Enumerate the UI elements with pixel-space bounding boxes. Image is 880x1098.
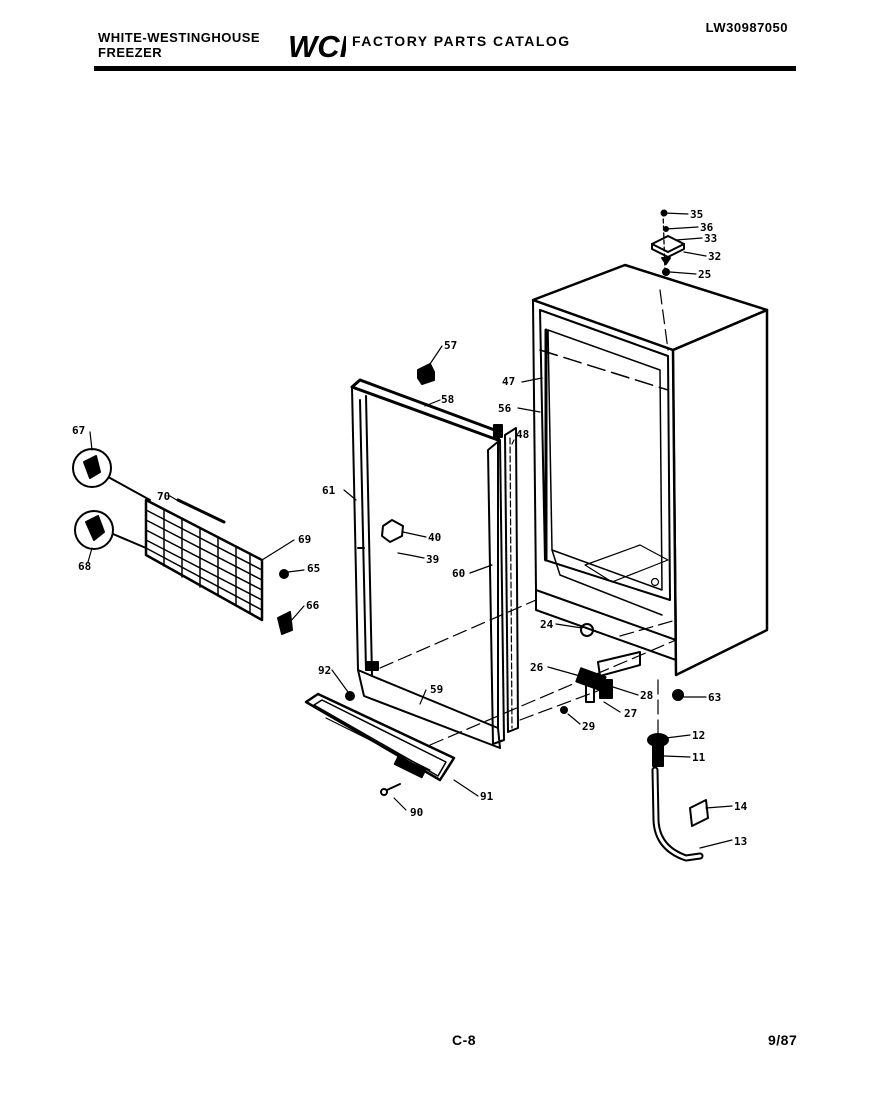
label-56: 56 [498, 402, 512, 415]
label-68: 68 [78, 560, 91, 573]
cabinet [531, 263, 769, 677]
door-latch [381, 519, 410, 556]
label-40: 40 [428, 531, 441, 544]
label-25: 25 [698, 268, 711, 281]
part-92-washer [345, 691, 355, 701]
label-27: 27 [624, 707, 637, 720]
label-58: 58 [441, 393, 454, 406]
kickplate [304, 692, 456, 782]
top-hinge-assembly [651, 209, 685, 276]
label-69: 69 [298, 533, 311, 546]
lower-hinge-assembly [560, 623, 684, 714]
label-90: 90 [410, 806, 423, 819]
screw-90 [380, 783, 401, 796]
label-47: 47 [502, 375, 515, 388]
label-29: 29 [582, 720, 595, 733]
label-67: 67 [72, 424, 85, 437]
label-66: 66 [306, 599, 320, 612]
part-57-knob [417, 363, 435, 385]
drain-assembly [647, 733, 709, 862]
leader-lines [87, 212, 733, 849]
label-33: 33 [704, 232, 717, 245]
label-26: 26 [530, 661, 544, 674]
label-48: 48 [516, 428, 529, 441]
label-92: 92 [318, 664, 331, 677]
alignment-lines [379, 289, 677, 746]
label-63: 63 [708, 691, 721, 704]
label-65: 65 [307, 562, 320, 575]
grille [144, 498, 264, 622]
grille-clips [277, 569, 293, 635]
label-70: 70 [157, 490, 170, 503]
inset-clip-67 [72, 448, 151, 501]
page-number: C-8 [452, 1032, 477, 1048]
label-24: 24 [540, 618, 554, 631]
brand-line-1: WHITE-WESTINGHOUSE [98, 30, 261, 45]
label-28: 28 [640, 689, 653, 702]
label-11: 11 [692, 751, 706, 764]
wci-logo: WCI [288, 29, 346, 62]
label-36: 36 [700, 221, 714, 234]
wci-logo-text: WCI [288, 29, 346, 62]
brand-line-2: FREEZER [98, 45, 163, 60]
label-59: 59 [430, 683, 443, 696]
label-13: 13 [734, 835, 747, 848]
inset-clip-68 [74, 510, 147, 550]
door-frame [350, 378, 503, 749]
label-12: 12 [692, 729, 705, 742]
header-rule [94, 66, 796, 71]
catalog-title: FACTORY PARTS CATALOG [352, 33, 571, 49]
label-61: 61 [322, 484, 336, 497]
door-gasket [487, 427, 519, 745]
label-60: 60 [452, 567, 465, 580]
part-labels: 35 36 33 32 25 57 47 56 58 48 67 61 40 3… [72, 208, 748, 848]
label-91: 91 [480, 790, 494, 803]
label-32: 32 [708, 250, 721, 263]
label-35: 35 [690, 208, 703, 221]
label-14: 14 [734, 800, 748, 813]
label-39: 39 [426, 553, 439, 566]
label-57: 57 [444, 339, 457, 352]
catalog-date: 9/87 [768, 1032, 798, 1048]
model-number: LW30987050 [705, 20, 788, 35]
